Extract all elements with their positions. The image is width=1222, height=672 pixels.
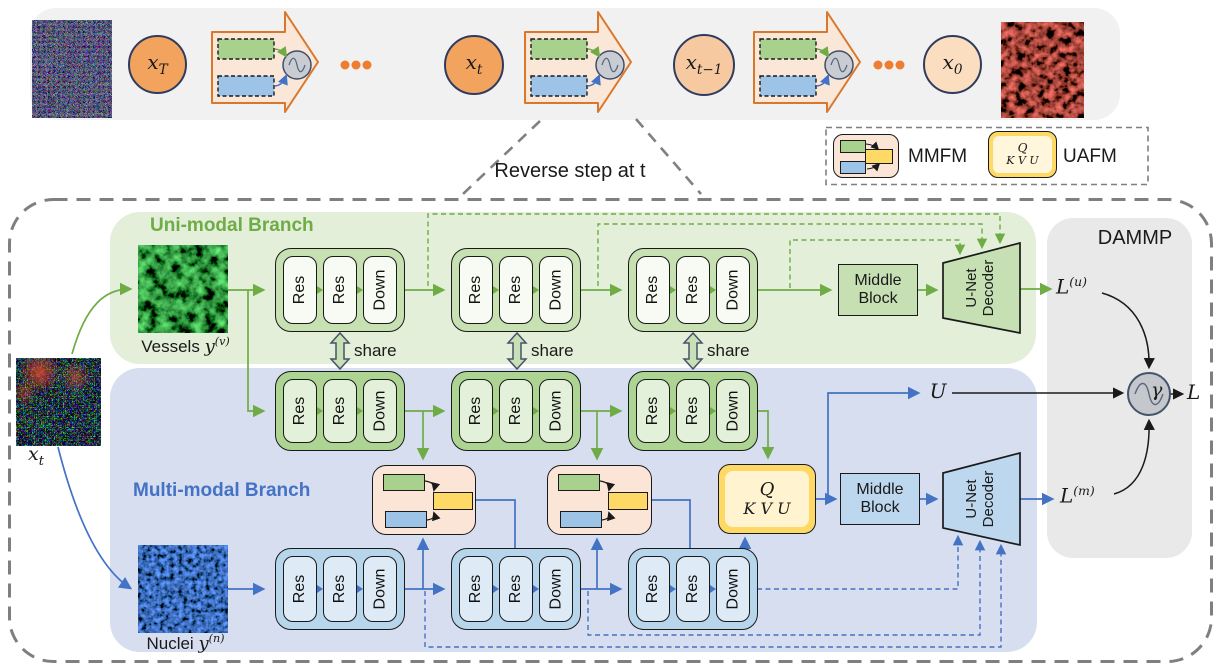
uni-loss-label: L(u) <box>1056 274 1087 299</box>
x-0-node: x0 <box>923 35 982 94</box>
res-block: Res <box>283 379 317 443</box>
uni-branch-title: Uni-modal Branch <box>150 215 314 236</box>
rrd-group-shared-3: Res Res Down <box>628 371 758 451</box>
x-0-label: x0 <box>942 49 963 78</box>
mmfm-block-1 <box>372 465 476 535</box>
generated-red-image <box>1001 22 1084 118</box>
multi-loss-label: L(m) <box>1060 483 1095 508</box>
down-block: Down <box>716 556 750 622</box>
nuclei-image <box>138 545 228 633</box>
mmfm-block-2 <box>547 465 652 535</box>
pure-noise-image <box>32 20 112 118</box>
down-block: Down <box>539 256 573 324</box>
total-loss-label: L <box>1187 380 1201 404</box>
res-block: Res <box>459 556 493 622</box>
x-t-minus-1-node: xt−1 <box>673 34 735 96</box>
res-block: Res <box>676 556 710 622</box>
res-block: Res <box>676 256 710 324</box>
multi-branch-title: Multi-modal Branch <box>133 480 311 501</box>
u-uncertainty-label: U <box>929 379 947 403</box>
uafm-block: Q K V U <box>718 464 816 534</box>
uafm-kvu-label: K V U <box>743 499 791 519</box>
mmfm-legend-label: MMFM <box>908 146 968 167</box>
uafm-legend-label: UAFM <box>1063 146 1117 167</box>
down-block: Down <box>716 379 750 443</box>
mmfm-arrows <box>599 480 616 522</box>
down-block: Down <box>363 379 397 443</box>
rrd-group-shared-1: Res Res Down <box>275 371 405 451</box>
res-block: Res <box>459 379 493 443</box>
res-block: Res <box>499 256 533 324</box>
res-block: Res <box>636 256 670 324</box>
uafm-icon-inner: Q K V U <box>993 136 1052 173</box>
res-block: Res <box>323 256 357 324</box>
mmfm-icon-arrows <box>865 141 881 172</box>
vessels-label: Vessels y(v) <box>141 335 230 357</box>
x-t-side-label: xt <box>28 443 44 469</box>
down-block: Down <box>716 256 750 324</box>
res-block: Res <box>459 256 493 324</box>
res-block: Res <box>636 556 670 622</box>
res-block: Res <box>323 556 357 622</box>
rrd-group-nuclei-3: Res Res Down <box>628 548 758 630</box>
gamma-label: γ <box>1151 379 1163 401</box>
share-label: share <box>707 341 750 360</box>
res-block: Res <box>636 379 670 443</box>
res-block: Res <box>283 256 317 324</box>
x-T-node: xT <box>128 35 187 94</box>
rrd-group-shared-2: Res Res Down <box>451 371 581 451</box>
uafm-icon-kvu: K V U <box>1006 154 1039 168</box>
vessels-image <box>138 245 228 333</box>
down-block: Down <box>539 556 573 622</box>
uafm-icon: Q K V U <box>988 131 1057 178</box>
share-label: share <box>354 341 397 360</box>
nuclei-label: Nuclei y(n) <box>146 632 225 654</box>
x-t-node: xt <box>444 35 504 95</box>
dammp-title: DAMMP <box>1097 227 1173 249</box>
res-block: Res <box>323 379 357 443</box>
rrd-group-uni-1: Res Res Down <box>275 248 405 332</box>
x-t-input-image-red-overlay <box>16 358 101 446</box>
res-block: Res <box>499 379 533 443</box>
res-block: Res <box>676 379 710 443</box>
down-block: Down <box>539 379 573 443</box>
down-block: Down <box>363 556 397 622</box>
rrd-group-nuclei-1: Res Res Down <box>275 548 405 630</box>
down-block: Down <box>363 256 397 324</box>
middle-block-multi: Middle Block <box>840 473 920 525</box>
uafm-q-label: Q <box>759 479 775 501</box>
share-label: share <box>531 341 574 360</box>
rrd-group-uni-2: Res Res Down <box>451 248 581 332</box>
res-block: Res <box>283 556 317 622</box>
res-block: Res <box>499 556 533 622</box>
x-t-label: xt <box>465 50 483 79</box>
mmfm-arrows <box>424 480 441 522</box>
rrd-group-uni-3: Res Res Down <box>628 248 758 332</box>
x-T-label: xT <box>147 49 168 78</box>
mmfm-icon <box>833 134 899 178</box>
middle-block-uni: Middle Block <box>838 264 918 316</box>
x-t-minus-1-label: xt−1 <box>685 50 723 79</box>
rrd-group-nuclei-2: Res Res Down <box>451 548 581 630</box>
reverse-step-label: Reverse step at t <box>494 160 646 182</box>
